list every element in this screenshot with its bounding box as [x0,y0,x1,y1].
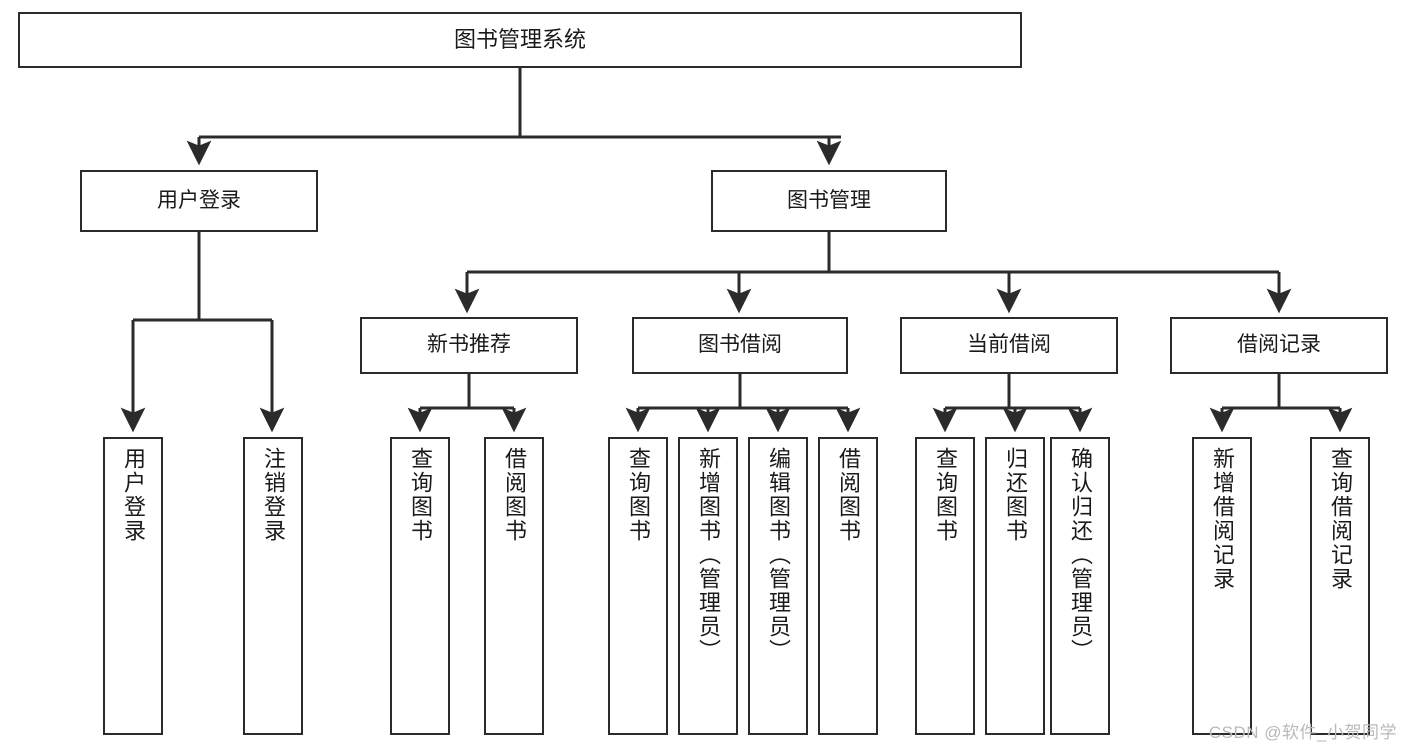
node-label: 查询图书 [626,447,651,543]
leaf-current-confirm-return[interactable]: 确认归还（管理员） [1050,437,1110,735]
leaf-recommend-query-book[interactable]: 查询图书 [390,437,450,735]
node-label: 借阅记录 [1237,333,1321,357]
node-label: 新增借阅记录 [1210,447,1235,591]
node-label: 归还图书 [1003,447,1028,543]
leaf-user-login-logout[interactable]: 注销登录 [243,437,303,735]
node-current-borrow[interactable]: 当前借阅 [900,317,1118,374]
leaf-current-query-book[interactable]: 查询图书 [915,437,975,735]
node-label: 当前借阅 [967,333,1051,357]
node-user-login[interactable]: 用户登录 [80,170,318,232]
node-label: 新增图书（管理员） [696,447,721,663]
leaf-records-add-record[interactable]: 新增借阅记录 [1192,437,1252,735]
leaf-borrow-add-book[interactable]: 新增图书（管理员） [678,437,738,735]
leaf-current-return-book[interactable]: 归还图书 [985,437,1045,735]
leaf-records-query-record[interactable]: 查询借阅记录 [1310,437,1370,735]
node-label: 图书借阅 [698,333,782,357]
leaf-user-login-login[interactable]: 用户登录 [103,437,163,735]
node-label: 编辑图书（管理员） [766,447,791,663]
node-label: 用户登录 [157,188,241,212]
node-book-management[interactable]: 图书管理 [711,170,947,232]
leaf-borrow-edit-book[interactable]: 编辑图书（管理员） [748,437,808,735]
node-label: 查询图书 [408,447,433,543]
node-book-borrow[interactable]: 图书借阅 [632,317,848,374]
node-label: 查询借阅记录 [1328,447,1353,591]
node-label: 注销登录 [261,447,286,543]
node-borrow-records[interactable]: 借阅记录 [1170,317,1388,374]
node-label: 借阅图书 [502,447,527,543]
node-label: 查询图书 [933,447,958,543]
node-root-system[interactable]: 图书管理系统 [18,12,1022,68]
node-label: 借阅图书 [836,447,861,543]
node-label: 图书管理系统 [453,27,586,53]
node-label: 确认归还（管理员） [1068,447,1093,663]
node-label: 用户登录 [121,447,146,543]
leaf-borrow-query-book[interactable]: 查询图书 [608,437,668,735]
node-label: 图书管理 [787,188,871,212]
node-label: 新书推荐 [427,333,511,357]
node-new-book-recommend[interactable]: 新书推荐 [360,317,578,374]
leaf-recommend-borrow-book[interactable]: 借阅图书 [484,437,544,735]
leaf-borrow-borrow-book[interactable]: 借阅图书 [818,437,878,735]
